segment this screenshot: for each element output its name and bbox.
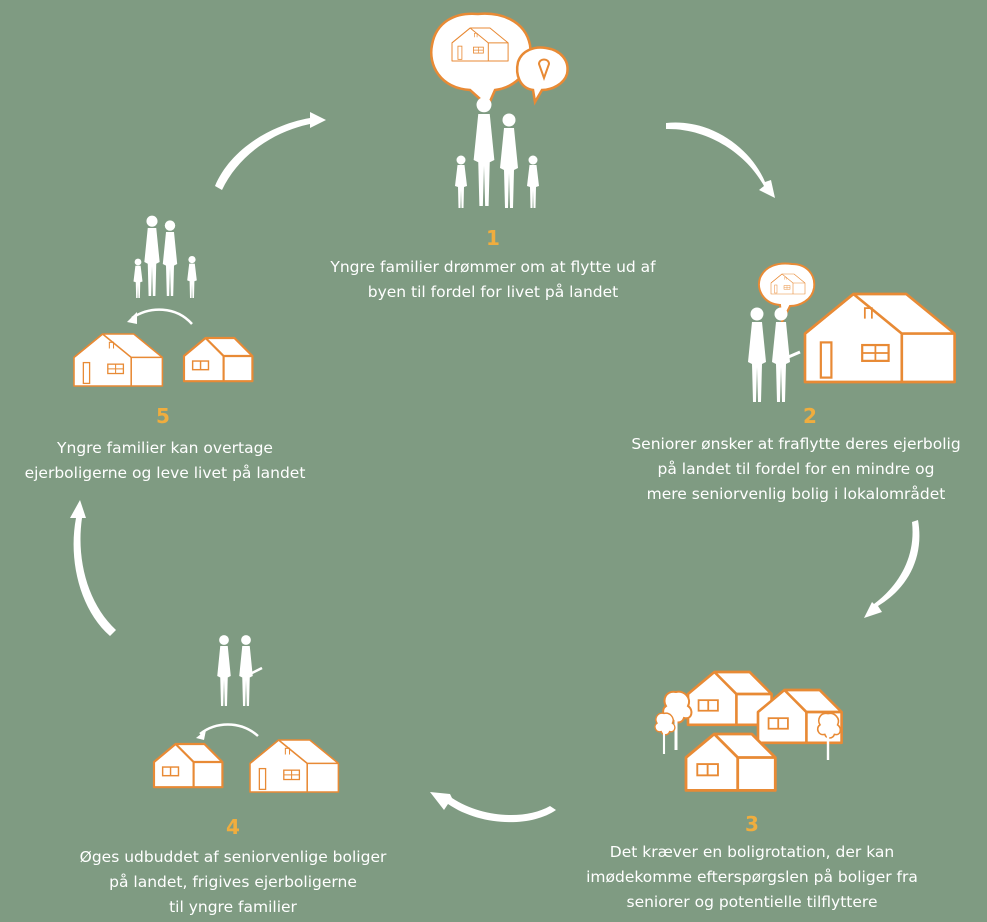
- large-house-icon: [249, 739, 340, 793]
- step-4-caption: Øges udbuddet af seniorvenlige boliger p…: [53, 845, 413, 920]
- family-figures-icon: [133, 215, 197, 298]
- caption-line: Seniorer ønsker at fraflytte deres ejerb…: [631, 435, 961, 453]
- step-4-number: 4: [226, 815, 240, 839]
- arrow-3-to-4: [430, 792, 556, 823]
- arrow-4-to-5: [70, 500, 116, 636]
- step4-downsizing-illustration: [152, 635, 340, 793]
- step2-seniors-house-illustration: [748, 262, 956, 402]
- large-house-icon: [803, 292, 956, 384]
- caption-line: til yngre familier: [169, 898, 297, 916]
- step-2-number: 2: [803, 404, 817, 428]
- arrow-5-to-1: [215, 112, 326, 190]
- caption-line: Yngre familier drømmer om at flytte ud a…: [330, 258, 656, 276]
- caption-line: Øges udbuddet af seniorvenlige boliger: [79, 848, 387, 866]
- caption-line: Yngre familier kan overtage: [57, 439, 273, 457]
- caption-line: Det kræver en boligrotation, der kan: [609, 843, 895, 861]
- step-3-caption: Det kræver en boligrotation, der kan imø…: [562, 840, 942, 915]
- step3-neighbourhood-illustration: [653, 670, 843, 792]
- curved-arrow-icon: [131, 308, 193, 325]
- senior-couple-icon: [748, 307, 801, 402]
- caption-line: på landet til fordel for en mindre og: [657, 460, 935, 478]
- caption-line: byen til fordel for livet på landet: [367, 283, 619, 301]
- cycle-arrows: [70, 112, 920, 823]
- step1-family-dreaming-illustration: [430, 12, 569, 208]
- small-house-icon: [182, 336, 254, 383]
- caption-line: ejerboligerne og leve livet på landet: [24, 464, 306, 482]
- small-house-icon: [152, 742, 224, 789]
- caption-line: på landet, frigives ejerboligerne: [109, 873, 357, 891]
- arrow-2-to-3: [864, 520, 920, 618]
- large-house-icon: [73, 333, 164, 387]
- caption-line: imødekomme efterspørgslen på boliger fra: [586, 868, 918, 886]
- caption-line: mere seniorvenlig bolig i lokalområdet: [646, 485, 946, 503]
- step-1-number: 1: [486, 226, 500, 250]
- step-3-number: 3: [745, 812, 759, 836]
- step-1-caption: Yngre familier drømmer om at flytte ud a…: [293, 255, 693, 305]
- senior-couple-icon: [217, 635, 263, 706]
- arrow-1-to-2: [666, 122, 775, 198]
- step-5-caption: Yngre familier kan overtage ejerboligern…: [0, 436, 330, 486]
- family-figures-icon: [455, 97, 539, 208]
- step-2-caption: Seniorer ønsker at fraflytte deres ejerb…: [606, 432, 986, 507]
- caption-line: seniorer og potentielle tilflyttere: [626, 893, 878, 911]
- step-5-number: 5: [156, 404, 170, 428]
- curved-arrow-icon: [199, 723, 259, 737]
- step5-family-takeover-illustration: [73, 215, 254, 387]
